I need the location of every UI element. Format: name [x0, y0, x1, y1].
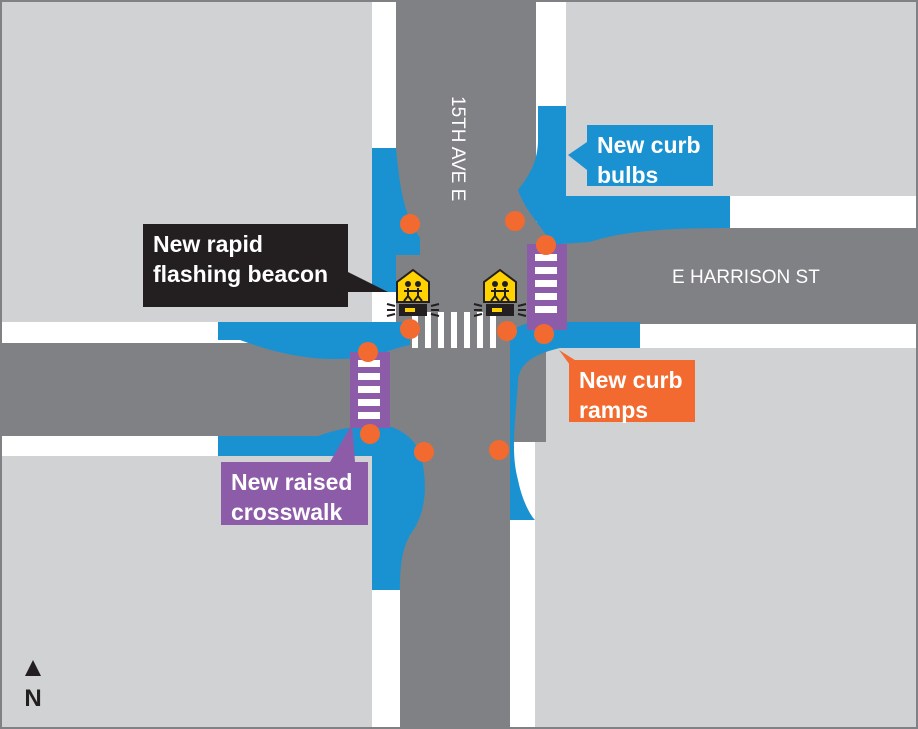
curb-ramp: [358, 342, 378, 362]
curb-bulb-east: [510, 322, 640, 520]
callout-bulbs-line2: bulbs: [597, 162, 659, 188]
north-arrow-icon: [25, 660, 41, 676]
callout-pointer-crosswalk: [330, 424, 355, 462]
callout-beacon-line1: New rapid: [153, 231, 263, 257]
callout-pointer-beacon: [348, 272, 388, 292]
callout-curb-ramps: New curb ramps: [569, 360, 695, 423]
callout-crosswalk-line1: New raised: [231, 469, 353, 495]
school-crossing-sign-icon: [396, 268, 430, 303]
street-label-15th-ave: 15TH AVE E: [447, 96, 468, 201]
curb-ramp: [536, 235, 556, 255]
curb-bulb-northwest: [372, 148, 420, 292]
curb-ramp: [414, 442, 434, 462]
curb-bulb-southwest: [218, 425, 425, 590]
callout-beacon-line2: flashing beacon: [153, 261, 329, 287]
curb-ramp: [400, 214, 420, 234]
road-harrison-east: [540, 228, 918, 324]
curb-ramps: [358, 211, 556, 462]
callout-rapid-flashing-beacon: New rapid flashing beacon: [143, 224, 348, 307]
callout-crosswalk-line2: crosswalk: [231, 499, 343, 525]
curb-ramp: [400, 319, 420, 339]
rapid-flashing-beacon-east: [473, 268, 527, 317]
raised-crosswalk-east-stripes: [535, 254, 557, 313]
callout-ramps-line1: New curb: [579, 367, 683, 393]
school-crossing-sign-icon: [483, 268, 517, 303]
raised-crosswalk-west-stripes: [358, 360, 380, 419]
curb-ramp: [505, 211, 525, 231]
street-label-harrison: E HARRISON ST: [672, 267, 820, 288]
rapid-flashing-beacon-west: [386, 268, 440, 317]
curb-bulb-northeast: [518, 106, 730, 260]
callout-ramps-line2: ramps: [579, 397, 649, 423]
callout-curb-bulbs: New curb bulbs: [587, 125, 713, 188]
curb-ramp: [497, 321, 517, 341]
curb-ramp: [489, 440, 509, 460]
curb-ramp: [360, 424, 380, 444]
callout-raised-crosswalk: New raised crosswalk: [221, 462, 368, 525]
callout-bulbs-line1: New curb: [597, 132, 701, 158]
curb-ramp: [534, 324, 554, 344]
callout-pointer-bulbs: [568, 142, 587, 170]
north-arrow-label: N: [24, 685, 41, 712]
